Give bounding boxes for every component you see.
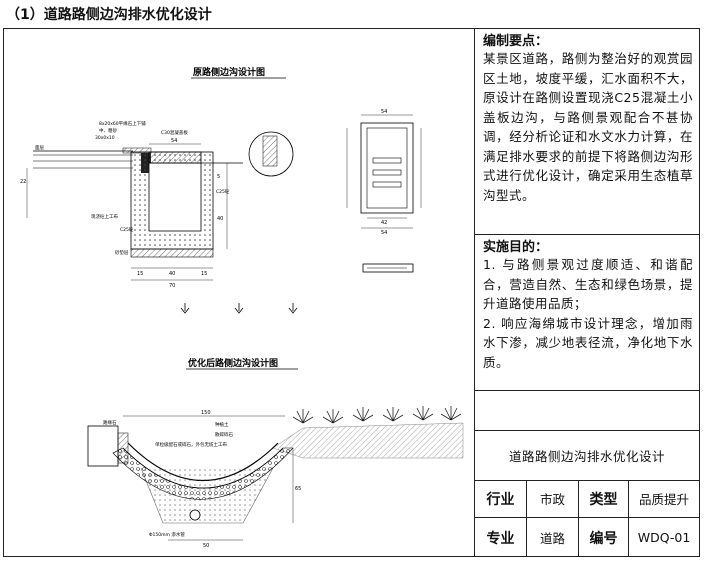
original-dims: 54 15 40 15 70 22 40 5 bbox=[20, 138, 228, 289]
optimized-ditch bbox=[87, 422, 464, 524]
svg-text:单粒级配石或碎石，外包无纺土工布: 单粒级配石或碎石，外包无纺土工布 bbox=[155, 441, 227, 448]
industry-value: 市政 bbox=[527, 480, 579, 518]
svg-text:Φ150mm 渗水管: Φ150mm 渗水管 bbox=[149, 531, 185, 538]
blank-row bbox=[475, 390, 699, 431]
svg-text:C25砼: C25砼 bbox=[120, 226, 134, 233]
svg-text:面层: 面层 bbox=[35, 145, 44, 151]
cover-plan-view: 54 42 54 bbox=[346, 109, 422, 273]
purpose-text-1: 1. 与路侧景观过度顺适、和谐配合，营造自然、生态和绿色场景，提升道路使用品质； bbox=[483, 257, 693, 311]
plant-icons bbox=[292, 406, 462, 424]
svg-text:150: 150 bbox=[201, 410, 211, 416]
page-title: （1）道路路侧边沟排水优化设计 bbox=[6, 7, 212, 23]
svg-text:40: 40 bbox=[169, 271, 175, 277]
design-points-text: 某景区道路，路侧为整治好的观赏园区土地，坡度平缓，汇水面积不大，原设计在路侧设置… bbox=[483, 51, 693, 203]
svg-text:现浇砼上工布: 现浇砼上工布 bbox=[91, 213, 118, 220]
drawing-name: 道路路侧边沟排水优化设计 bbox=[475, 430, 699, 481]
svg-text:15: 15 bbox=[137, 271, 143, 277]
purpose-heading: 实施目的： bbox=[483, 240, 549, 255]
sheet-frame bbox=[3, 28, 700, 557]
svg-text:70: 70 bbox=[169, 283, 175, 289]
original-ditch bbox=[130, 151, 243, 258]
svg-text:40: 40 bbox=[217, 216, 223, 222]
detail-callout bbox=[248, 131, 294, 177]
svg-text:54: 54 bbox=[381, 230, 387, 236]
svg-text:15: 15 bbox=[201, 271, 207, 277]
design-points-box: 编制要点： 某景区道路，路侧为整治好的观赏园区土地，坡度平缓，汇水面积不大，原设… bbox=[475, 28, 699, 235]
design-points-heading: 编制要点： bbox=[483, 34, 549, 49]
svg-text:65: 65 bbox=[295, 486, 301, 492]
info-table: 行业 市政 类型 品质提升 专业 道路 编号 WDQ-01 bbox=[475, 480, 699, 557]
type-label: 类型 bbox=[579, 480, 629, 518]
svg-text:50: 50 bbox=[203, 543, 209, 549]
svg-text:54: 54 bbox=[171, 138, 177, 144]
svg-text:42: 42 bbox=[381, 220, 387, 226]
optimized-labels: 路缘石 种植土 散碎砾石 单粒级配石或碎石，外包无纺土工布 Φ150mm 渗水管 bbox=[103, 419, 233, 538]
svg-text:22: 22 bbox=[20, 179, 26, 185]
major-value: 道路 bbox=[527, 518, 579, 557]
svg-text:砂垫层: 砂垫层 bbox=[115, 249, 129, 256]
svg-text:54: 54 bbox=[381, 109, 387, 115]
svg-text:30x0x10: 30x0x10 bbox=[95, 135, 115, 141]
svg-text:散碎砾石: 散碎砾石 bbox=[215, 431, 233, 438]
svg-text:8x20x60平缘石上下铺: 8x20x60平缘石上下铺 bbox=[99, 120, 146, 127]
svg-text:C30混凝盖板: C30混凝盖板 bbox=[161, 129, 188, 136]
svg-text:C25砼: C25砼 bbox=[216, 188, 230, 195]
code-value: WDQ-01 bbox=[637, 530, 691, 545]
type-value: 品质提升 bbox=[629, 480, 699, 518]
purpose-box: 实施目的： 1. 与路侧景观过度顺适、和谐配合，营造自然、生态和绿色场景，提升道… bbox=[475, 234, 699, 391]
svg-text:中、粗砂: 中、粗砂 bbox=[99, 127, 117, 134]
code-label: 编号 bbox=[579, 518, 629, 557]
original-labels: 8x20x60平缘石上下铺 中、粗砂 30x0x10 C30混凝盖板 C25砼 … bbox=[35, 120, 230, 256]
optimized-dims: 150 50 65 bbox=[123, 410, 301, 549]
down-arrow-icons bbox=[180, 303, 298, 314]
industry-label: 行业 bbox=[475, 480, 527, 518]
major-label: 专业 bbox=[475, 518, 527, 557]
svg-text:种植土: 种植土 bbox=[215, 421, 229, 428]
original-title: 原路侧边沟设计图 bbox=[193, 66, 265, 78]
optimized-title: 优化后路侧边沟设计图 bbox=[188, 357, 278, 369]
info-column: 编制要点： 某景区道路，路侧为整治好的观赏园区土地，坡度平缓，汇水面积不大，原设… bbox=[474, 28, 700, 557]
engineering-drawing: 原路侧边沟设计图 8x20x60平缘石上下铺 中、粗砂 30x0x10 C30混… bbox=[20, 66, 464, 549]
drawing-area: 原路侧边沟设计图 8x20x60平缘石上下铺 中、粗砂 30x0x10 C30混… bbox=[3, 28, 474, 557]
svg-text:路缘石: 路缘石 bbox=[103, 419, 117, 426]
purpose-text-2: 2. 响应海绵城市设计理念，增加雨水下渗，减少地表径流，净化地下水质。 bbox=[483, 315, 693, 370]
svg-text:5: 5 bbox=[217, 174, 220, 180]
